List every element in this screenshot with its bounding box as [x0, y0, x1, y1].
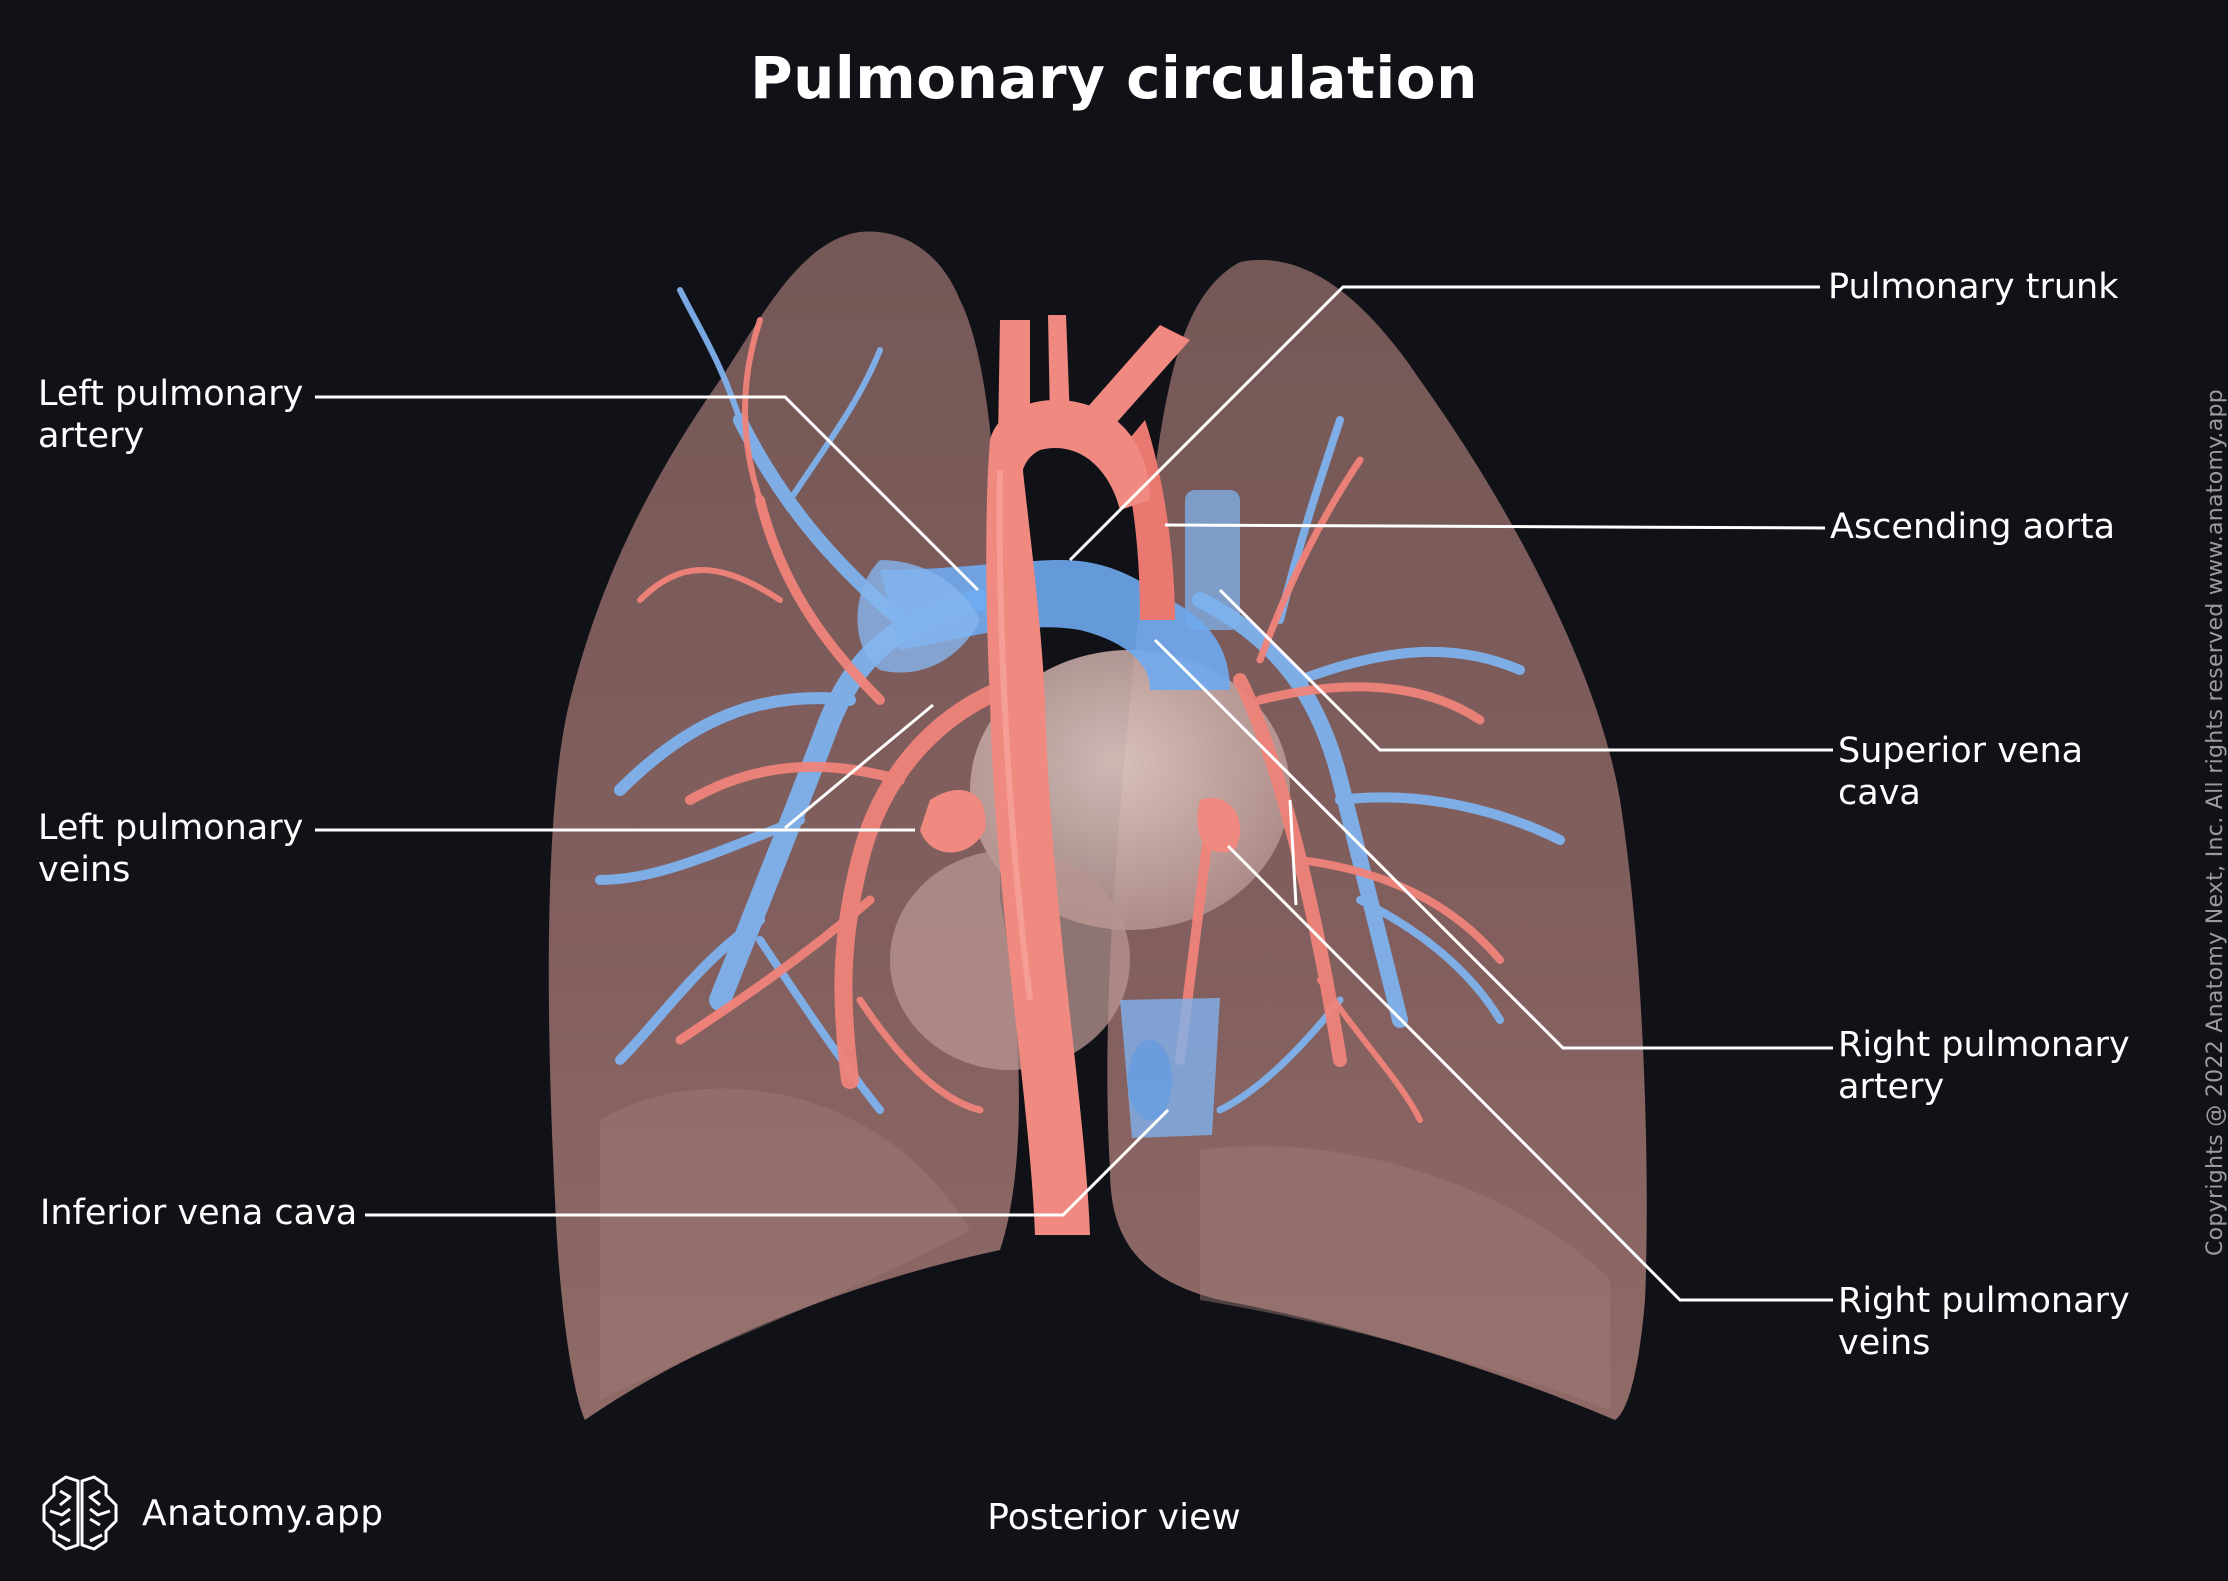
label-line: veins — [1838, 1323, 1931, 1363]
superior-vena-cava — [1185, 490, 1240, 630]
label-line: cava — [1838, 773, 1921, 813]
label-line: Superior vena — [1838, 731, 2084, 771]
label-pulmonary-trunk: Pulmonary trunk — [1828, 266, 2119, 308]
label-line: artery — [1838, 1067, 1945, 1107]
label-line: Left pulmonary — [38, 808, 304, 848]
page-title: Pulmonary circulation — [750, 44, 1478, 112]
leader-right-pulmonary-artery — [1153, 638, 1833, 1050]
brain-logo-icon — [42, 1475, 118, 1551]
leader-superior-vena-cava — [1218, 588, 1833, 752]
leader-pulmonary-trunk — [1068, 285, 1820, 562]
right-pulmonary-veins — [1197, 798, 1241, 853]
leader-inferior-vena-cava — [365, 1108, 1170, 1217]
label-line: Left pulmonary — [38, 374, 304, 414]
leader-lines — [315, 285, 1833, 1302]
label-right-pulmonary-veins: Right pulmonary veins — [1838, 1280, 2130, 1364]
label-line: veins — [38, 850, 131, 890]
leader-ascending-aorta — [1164, 523, 1826, 530]
label-right-pulmonary-artery: Right pulmonary artery — [1838, 1024, 2130, 1108]
descending-aorta — [986, 440, 1090, 1235]
label-ascending-aorta: Ascending aorta — [1830, 506, 2115, 548]
label-left-pulmonary-artery: Left pulmonary artery — [38, 373, 303, 457]
view-caption: Posterior view — [987, 1497, 1241, 1538]
copyright-notice: Copyrights @ 2022 Anatomy Next, Inc. All… — [2203, 388, 2228, 1256]
label-left-pulmonary-veins: Left pulmonary veins — [38, 807, 303, 891]
label-line: Ascending aorta — [1830, 507, 2116, 547]
label-line: Pulmonary trunk — [1828, 267, 2119, 307]
label-inferior-vena-cava: Inferior vena cava — [40, 1192, 357, 1234]
brand: Anatomy.app — [40, 1475, 384, 1551]
leader-right-pulmonary-veins — [1226, 844, 1833, 1302]
label-line: Inferior vena cava — [40, 1193, 358, 1233]
brand-name: Anatomy.app — [142, 1492, 384, 1534]
label-line: Right pulmonary — [1838, 1281, 2130, 1321]
label-line: artery — [38, 416, 145, 456]
leader-left-pulmonary-artery — [315, 395, 980, 592]
label-superior-vena-cava: Superior vena cava — [1838, 730, 2083, 814]
label-line: Right pulmonary — [1838, 1025, 2130, 1065]
left-pulmonary-veins — [920, 790, 986, 853]
